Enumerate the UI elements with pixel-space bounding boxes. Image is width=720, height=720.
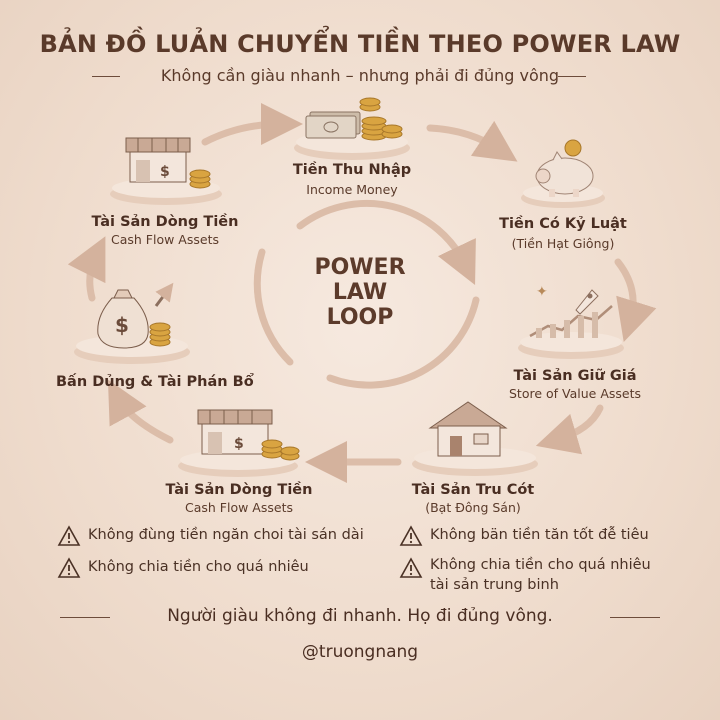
center-line-3: LOOP xyxy=(326,305,394,330)
warning-icon xyxy=(399,525,423,546)
svg-text:$: $ xyxy=(234,436,244,452)
coin-icon xyxy=(564,139,582,157)
sparkle-icon: ✦ xyxy=(536,284,548,300)
node-discipline-sub: (Tiền Hạt Giông) xyxy=(511,236,615,251)
footer-rule-right xyxy=(610,617,660,618)
page-subtitle: Không cần giàu nhanh – nhưng phải đi đủn… xyxy=(160,66,560,85)
page-title: BẢN ĐỒ LUẢN CHUYỂN TIỀN THEO POWER LAW xyxy=(39,30,681,58)
rocket-chart-icon xyxy=(529,289,613,338)
center-loop-label: POWER LAW LOOP xyxy=(290,255,430,330)
arrow-income-to-discipline xyxy=(426,120,518,162)
node-core-title: Tài Sản Tru Cót xyxy=(411,482,535,498)
footer-rule-left xyxy=(60,617,110,618)
warning-right-1: Không bän tiền tăn tốt đễ tiêu xyxy=(430,527,649,543)
discipline-illustration xyxy=(521,139,605,208)
house-icon xyxy=(428,401,508,457)
arrow-cashflow-to-spend xyxy=(107,379,174,444)
subtitle-rule-right xyxy=(558,76,586,77)
arrow-spend-to-cashflow xyxy=(67,236,106,302)
author-handle: @truongnang xyxy=(301,642,419,662)
warning-right-2-cont: tài sản trung binh xyxy=(430,577,559,593)
arrow-discipline-to-store xyxy=(614,258,657,343)
node-core-sub: (Bạt Đông Sán) xyxy=(425,500,521,515)
node-cashflow-top-sub: Cash Flow Assets xyxy=(111,232,219,247)
node-cashflow-bottom-title: Tài Sản Dòng Tiền xyxy=(165,482,313,498)
warning-right-2: Không chia tiền cho quá nhiêu xyxy=(430,557,651,573)
arrow-cashflow-to-income xyxy=(201,103,303,146)
node-store-sub: Store of Value Assets xyxy=(508,386,641,401)
node-income-sub: Income Money xyxy=(306,182,398,197)
node-cashflow-bottom-sub: Cash Flow Assets xyxy=(185,500,293,515)
node-store-title: Tài Sản Giữ Giá xyxy=(513,368,637,384)
warning-icon xyxy=(57,557,81,578)
loop-arc-left xyxy=(253,248,294,366)
node-cashflow-top-title: Tài Sản Dòng Tiền xyxy=(91,214,239,230)
warning-left-2: Không chia tiền cho quá nhiêu xyxy=(88,559,309,575)
store-value-illustration: ✦ xyxy=(518,284,624,359)
warning-icon xyxy=(399,557,423,578)
node-spend-title: Bấn Dủng & Tài Phán Bổ xyxy=(56,374,254,390)
coin-stack-icon xyxy=(359,97,403,141)
warning-left-1: Không đùng tiền ngăn choi tài sán dài xyxy=(88,527,364,543)
subtitle-rule-left xyxy=(92,76,120,77)
coin-stack-icon xyxy=(189,169,211,189)
node-income-title: Tiền Thu Nhập xyxy=(292,162,412,178)
svg-text:$: $ xyxy=(115,313,129,337)
cashflow-bottom-illustration: $ xyxy=(178,409,300,477)
center-line-2: LAW xyxy=(332,280,388,305)
core-asset-illustration xyxy=(412,401,538,476)
shop-icon: $ xyxy=(125,137,191,183)
loop-arc-right xyxy=(326,296,480,389)
arrow-store-to-core xyxy=(535,404,604,455)
coin-stack-icon xyxy=(261,439,300,461)
svg-text:$: $ xyxy=(160,164,170,180)
coin-stack-icon xyxy=(149,322,171,347)
cashflow-top-illustration: $ xyxy=(110,137,222,205)
center-line-1: POWER xyxy=(314,255,406,280)
up-arrow-icon xyxy=(154,282,174,307)
banknote-icon xyxy=(305,111,361,139)
shop-icon: $ xyxy=(197,409,273,455)
piggy-bank-icon xyxy=(535,151,594,197)
warning-icon xyxy=(57,525,81,546)
spend-illustration: $ xyxy=(74,282,190,364)
money-bag-icon: $ xyxy=(97,289,149,349)
node-discipline-title: Tiền Có Kỷ Luật xyxy=(499,216,627,232)
loop-arc-top xyxy=(296,199,476,285)
footer-quote: Người giàu không đi nhanh. Họ đi đủng vô… xyxy=(167,606,553,626)
income-illustration xyxy=(294,97,410,160)
